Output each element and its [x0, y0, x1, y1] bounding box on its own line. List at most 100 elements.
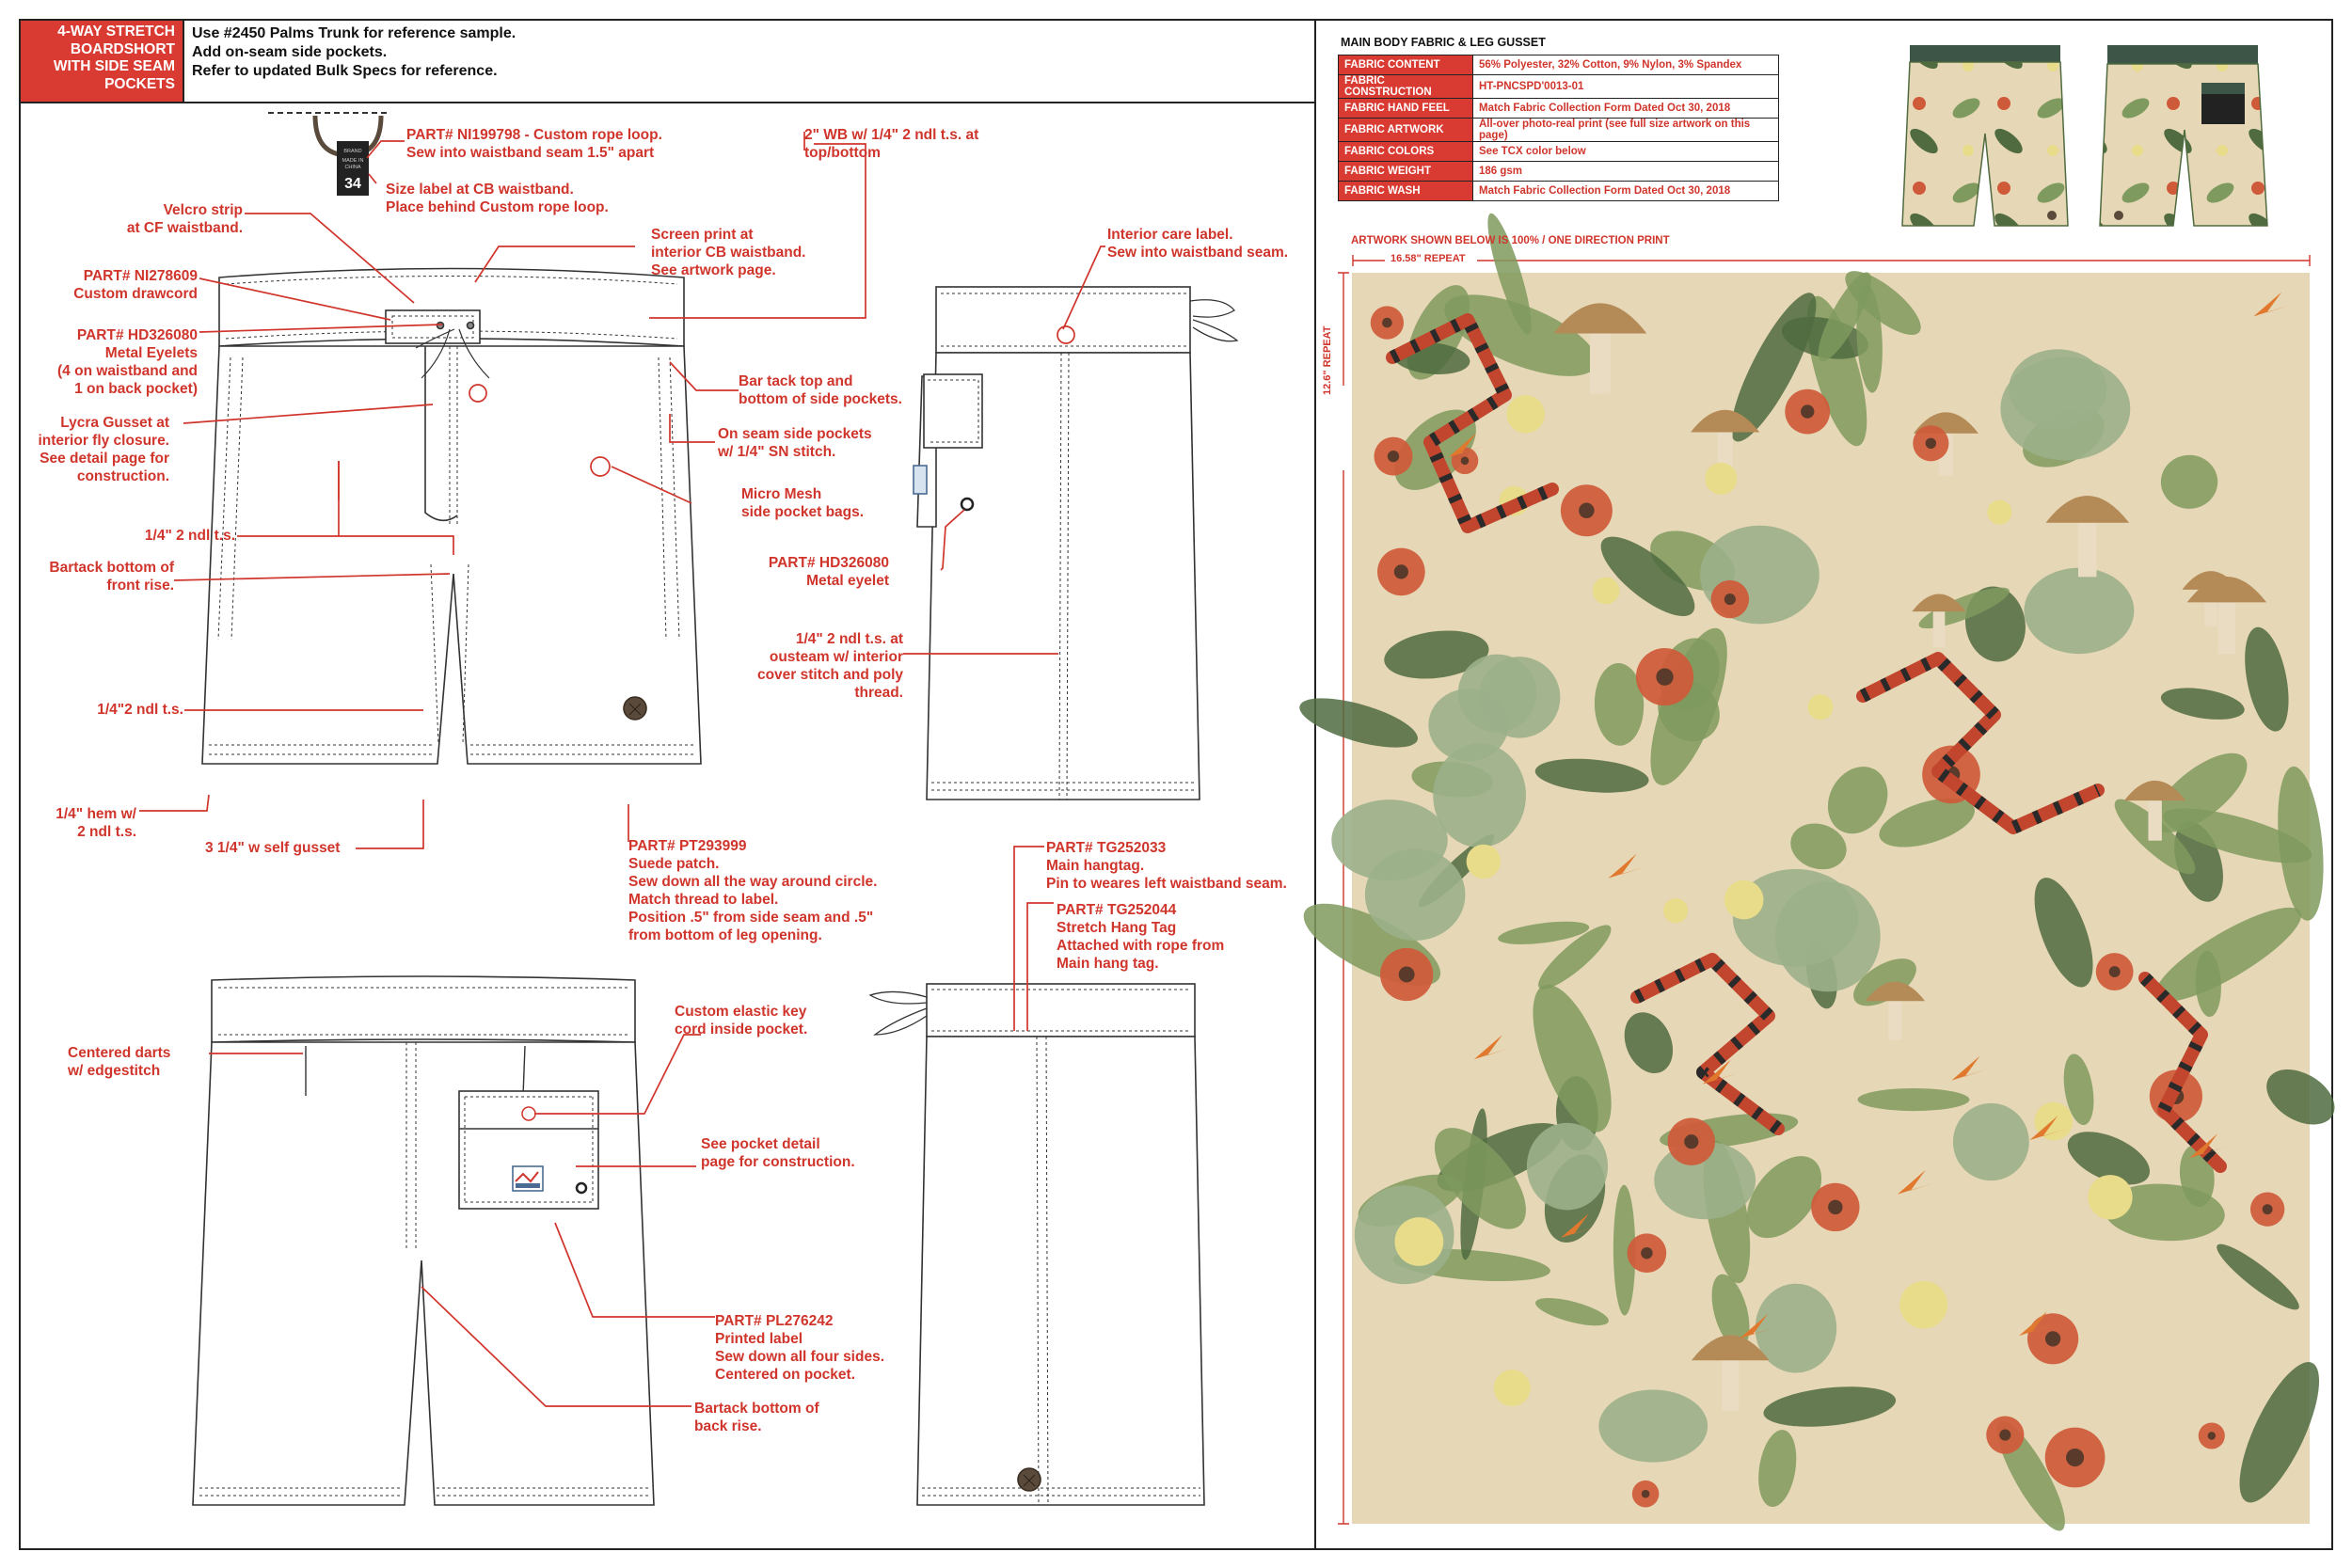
leaf-shape: [1818, 272, 1871, 362]
callout-text: thread.: [854, 685, 903, 701]
leaf-shape: [1857, 1087, 1970, 1112]
leaf-shape: [1444, 294, 1597, 376]
title-line: BOARDSHORT: [70, 40, 175, 57]
panel-divider: [1314, 19, 1316, 1550]
yellow-flower-shape: [1506, 395, 1545, 434]
mushroom-cap-shape: [1865, 981, 1926, 1002]
leaf-shape: [1758, 1430, 1797, 1508]
repeat-horizontal-label: 16.58" REPEAT: [1391, 253, 1466, 264]
callout-eyelets: PART# HD326080 Metal Eyelets (4 on waist…: [28, 326, 198, 398]
poppy-center-shape: [2262, 1204, 2273, 1215]
leaf-shape: [2217, 1243, 2299, 1310]
callout-text: PART# PL276242: [715, 1313, 834, 1329]
bird-of-paradise-shape: [1473, 1035, 1510, 1060]
leaf-shape: [1650, 627, 1727, 785]
leaf-shape: [1853, 958, 1916, 1006]
poppy-center-shape: [1925, 437, 1937, 450]
callout-text: Velcro strip: [163, 202, 243, 218]
callout-velcro: Velcro strip at CF waistband.: [94, 201, 243, 237]
poppy-center-shape: [2066, 1448, 2085, 1467]
bird-of-paradise-shape: [2029, 1116, 2066, 1141]
spec-value: 186 gsm: [1472, 161, 1779, 182]
leaf-shape: [1535, 1298, 1609, 1326]
leaf-shape: [1624, 1012, 1674, 1074]
callout-text: 2" WB w/ 1/4" 2 ndl t.s. at: [804, 127, 979, 143]
leaf-shape: [1613, 1184, 1636, 1316]
callout-text: Bar tack top and: [739, 373, 853, 389]
poppy-center-shape: [1382, 317, 1392, 328]
yellow-flower-shape: [1899, 1280, 1948, 1329]
spec-value: Match Fabric Collection Form Dated Oct 3…: [1472, 98, 1779, 119]
poppy-center-shape: [1579, 502, 1595, 519]
leaf-shape: [2034, 878, 2093, 988]
callout-text: Centered darts: [68, 1045, 171, 1061]
callout-text: Main hang tag.: [1057, 956, 1159, 972]
artwork-caption: ARTWORK SHOWN BELOW IS 100% / ONE DIRECT…: [1351, 235, 1670, 246]
bird-of-paradise-shape: [1608, 853, 1645, 879]
callout-text: PART# HD326080: [768, 555, 889, 571]
mushroom-stem-shape: [1888, 1001, 1902, 1040]
poppy-center-shape: [2207, 1432, 2217, 1440]
header-rule: [19, 102, 1315, 103]
bird-of-paradise-shape: [2019, 1311, 2056, 1337]
size-label-origin: CHINA: [344, 165, 360, 170]
callout-text: top/bottom: [804, 145, 881, 161]
callout-bartack-back: Bartack bottom of back rise.: [694, 1400, 819, 1435]
back-view-sketch: [192, 975, 655, 1506]
bird-of-paradise-shape: [1951, 1055, 1988, 1081]
title-line: 4-WAY STRETCH: [57, 24, 175, 40]
reference-notes: Use #2450 Palms Trunk for reference samp…: [192, 24, 516, 81]
callout-suede-patch: PART# PT293999 Suede patch. Sew down all…: [628, 837, 877, 944]
note-line: Add on-seam side pockets.: [192, 44, 388, 60]
spec-value: HT-PNCSPD'0013-01: [1472, 74, 1779, 99]
leaf-shape: [1763, 1386, 1897, 1427]
leaf-shape: [1498, 921, 1590, 944]
callout-text: 2 ndl t.s.: [77, 824, 136, 840]
leaf-shape: [1790, 823, 1847, 870]
poppy-center-shape: [2044, 1331, 2061, 1347]
callout-fly-gusset: Lycra Gusset at interior fly closure. Se…: [24, 414, 169, 485]
callout-darts: Centered darts w/ edgestitch: [68, 1044, 170, 1080]
leaf-shape: [1879, 798, 1975, 847]
callout-text: Bartack bottom of: [694, 1401, 819, 1417]
callout-main-hangtag: PART# TG252033 Main hangtag. Pin to wear…: [1046, 839, 1287, 893]
callout-size-label: Size label at CB waistband. Place behind…: [386, 181, 609, 216]
callout-text: Metal Eyelets: [104, 345, 198, 361]
mushroom-cap-shape: [1691, 1335, 1770, 1361]
callout-text: Interior care label.: [1107, 227, 1233, 243]
callout-text: Main hangtag.: [1046, 858, 1145, 874]
callout-drawcord: PART# NI278609 Custom drawcord: [38, 267, 198, 303]
callout-text: PART# PT293999: [628, 838, 747, 854]
snake-body-shape: [1630, 953, 1785, 1135]
mushroom-cap-shape: [2123, 780, 2186, 801]
callout-text: Sew into waistband seam.: [1107, 245, 1289, 261]
poppy-center-shape: [1641, 1489, 1650, 1498]
callout-text: PART# NI278609: [83, 268, 198, 284]
yellow-flower-shape: [1466, 844, 1501, 879]
callout-side-pockets: On seam side pockets w/ 1/4" SN stitch.: [718, 425, 872, 461]
snake-band-shape: [1389, 313, 1555, 533]
callout-leaders: [139, 132, 1105, 1407]
callout-text: PART# TG252044: [1057, 902, 1177, 918]
callout-key-cord: Custom elastic key cord inside pocket.: [675, 1003, 807, 1038]
leaf-shape: [1594, 662, 1645, 746]
mushroom-stem-shape: [1932, 611, 1946, 647]
callout-text: 1 on back pocket): [74, 381, 198, 397]
callout-text: Micro Mesh: [741, 486, 822, 502]
callout-text: cord inside pocket.: [675, 1022, 808, 1037]
mushroom-stem-shape: [1722, 1360, 1740, 1411]
callout-text: w/ edgestitch: [68, 1063, 161, 1079]
leaf-shape: [2063, 1053, 2094, 1126]
callout-text: On seam side pockets: [718, 426, 872, 442]
poppy-center-shape: [1398, 966, 1415, 983]
cactus-pad-shape: [1526, 1122, 1609, 1211]
mushroom-stem-shape: [2148, 800, 2162, 841]
callout-text: Position .5" from side seam and .5": [628, 910, 874, 926]
callout-text: Centered on pocket.: [715, 1367, 855, 1383]
leaf-shape: [1827, 767, 1888, 834]
leaf-shape: [1600, 536, 1695, 617]
